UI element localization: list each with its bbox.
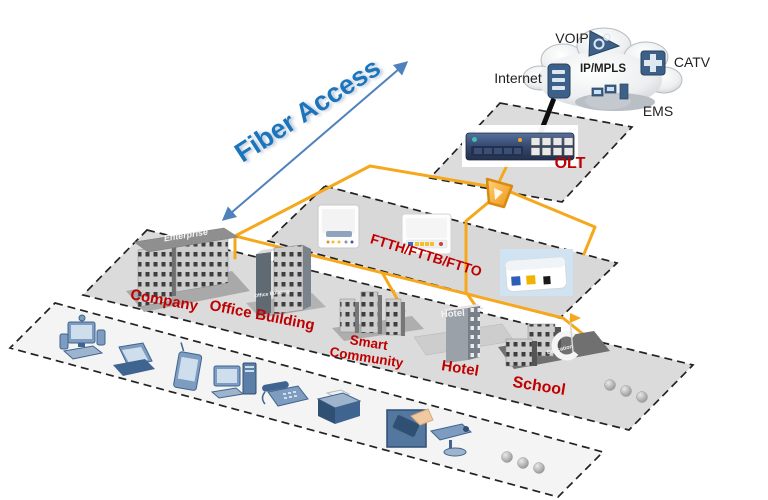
- fiber-hotel-drop: [464, 189, 504, 310]
- card-reader-icon: [386, 408, 434, 448]
- optical-splitter-icon: [485, 177, 514, 209]
- flag-pole: [569, 317, 574, 353]
- internet-gateway-icon: [547, 63, 571, 99]
- desktop-computer-icon: [210, 362, 257, 399]
- cctv-camera-icon: [430, 423, 473, 457]
- laptop-icon: [113, 342, 155, 376]
- onu-router-2: [401, 213, 452, 255]
- telephone-icon: [261, 381, 309, 407]
- hotel-building: [413, 304, 515, 363]
- ems-icon: [585, 83, 631, 110]
- desktop-pc-icon: [59, 314, 106, 360]
- office-building-tower: [246, 244, 326, 318]
- olt-device: [462, 125, 578, 167]
- ellipsis-dots-buildings: [604, 379, 648, 403]
- ellipsis-dots-terminals: [501, 451, 545, 474]
- voip-icon: [588, 30, 621, 57]
- smart-community-buildings: [332, 291, 424, 341]
- school-building: [498, 313, 610, 369]
- fiber-access-arrow: [221, 61, 409, 221]
- fiber-onubox-drop: [504, 188, 597, 256]
- fiber-bus-lower: [233, 234, 585, 336]
- company-building: [126, 227, 250, 312]
- pda-icon: [173, 342, 203, 391]
- flag-icon: [570, 313, 581, 323]
- printer-icon: [316, 389, 362, 424]
- onu-box: [500, 249, 573, 296]
- education-logo: [551, 330, 579, 361]
- catv-icon: [640, 50, 666, 76]
- onu-router-1: [317, 204, 360, 249]
